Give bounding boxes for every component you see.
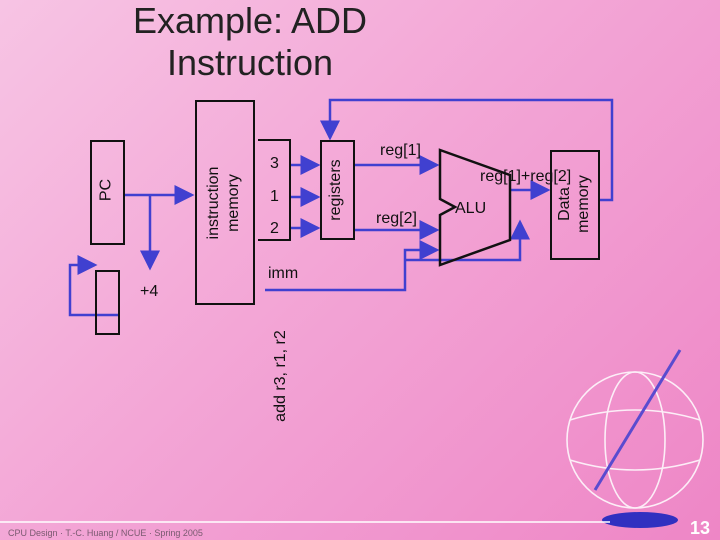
field-rd: 3 (270, 155, 279, 172)
page-number: 13 (690, 518, 711, 538)
field-rs: 1 (270, 188, 279, 205)
reg1-label: reg[1] (380, 142, 421, 159)
registers-label: registers (327, 159, 344, 221)
instruction-label: add r3, r1, r2 (272, 330, 289, 422)
alu-result-label: reg[1]+reg[2] (480, 168, 572, 185)
fields-bracket (258, 139, 291, 241)
slide-title: Example: ADD Instruction (95, 0, 405, 84)
title-line-1: Example: ADD (132, 0, 368, 41)
footer-text: CPU Design · T.-C. Huang / NCUE · Spring… (8, 528, 203, 538)
globe-decoration (566, 349, 704, 509)
instruction-memory (195, 100, 255, 305)
imem-label-line1: instruction (205, 166, 222, 240)
title-line-2: Instruction (166, 42, 334, 83)
wire-writeback (320, 98, 614, 202)
pc-register (90, 140, 125, 245)
field-rt: 2 (270, 220, 279, 237)
pc-label: PC (97, 178, 115, 202)
register-file (320, 140, 355, 240)
imm-label: imm (268, 265, 299, 282)
pc-adder (95, 270, 120, 335)
alu-shape (438, 148, 512, 267)
page-number-badge (602, 512, 678, 528)
dmem-label-line2: memory (575, 175, 592, 233)
wire-imm-branch (405, 219, 530, 262)
dmem-label-line1: Data (556, 187, 573, 221)
data-memory (550, 150, 600, 260)
imem-label-line2: memory (225, 174, 242, 232)
dmem-label: Data memory (555, 159, 595, 249)
alu-label: ALU (455, 200, 487, 217)
plus4-label: +4 (140, 283, 159, 300)
wire-imm (265, 240, 440, 292)
imem-label: instruction memory (204, 133, 246, 273)
reg2-label: reg[2] (376, 210, 417, 227)
